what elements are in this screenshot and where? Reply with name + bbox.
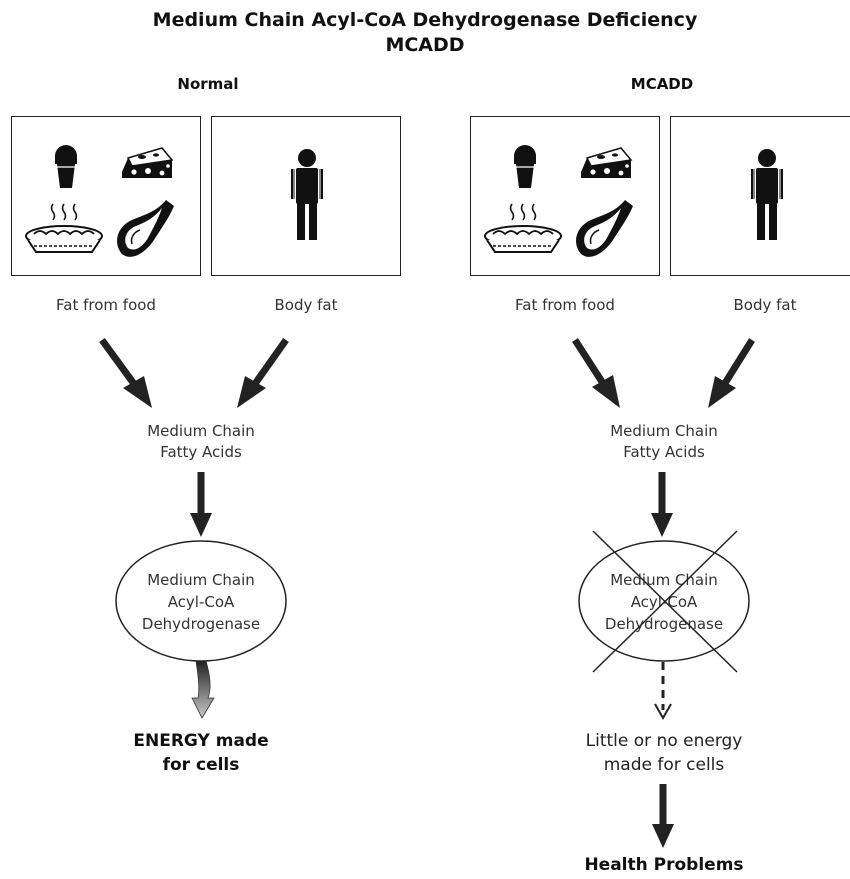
normal-result-line1: ENERGY made: [133, 731, 269, 751]
mcadd-result-line2: made for cells: [603, 755, 725, 775]
normal-food-box: [11, 116, 201, 276]
mcadd-bodyfat-arrow: [708, 338, 755, 408]
mcadd-food-arrow: [572, 338, 620, 408]
normal-fat-food-label: Fat from food: [56, 296, 156, 314]
mcadd-result-line1: Little or no energy: [585, 731, 743, 751]
dashed-arrow: [654, 662, 672, 721]
energy-arrow: [191, 660, 215, 719]
mcadd-fatty-acids-line1: Medium Chain: [610, 422, 718, 440]
normal-fatty-acids-line1: Medium Chain: [147, 422, 255, 440]
normal-enzyme-line2: Acyl-CoA: [167, 593, 235, 611]
mcadd-heading: MCADD: [630, 75, 694, 93]
mcadd-acids-arrow: [651, 472, 673, 537]
normal-fatty-acids-line2: Fatty Acids: [160, 443, 242, 461]
normal-food-arrow: [99, 337, 152, 408]
normal-enzyme-line1: Medium Chain: [147, 571, 255, 589]
health-problems-label: Health Problems: [584, 855, 744, 875]
normal-acids-arrow: [190, 472, 212, 537]
normal-body-fat-label: Body fat: [274, 296, 338, 314]
normal-result-line2: for cells: [162, 755, 240, 775]
mcadd-body-fat-label: Body fat: [733, 296, 797, 314]
diagram-title: Medium Chain Acyl-CoA Dehydrogenase Defi…: [152, 9, 698, 31]
mcadd-fat-food-label: Fat from food: [515, 296, 615, 314]
mcadd-fatty-acids-line2: Fatty Acids: [623, 443, 705, 461]
normal-heading: Normal: [177, 75, 239, 93]
cross-line-b: [592, 530, 738, 673]
health-arrow: [652, 784, 674, 848]
normal-enzyme-line3: Dehydrogenase: [141, 615, 261, 633]
diagram-subtitle: MCADD: [385, 34, 465, 56]
normal-bodyfat-arrow: [237, 337, 289, 408]
